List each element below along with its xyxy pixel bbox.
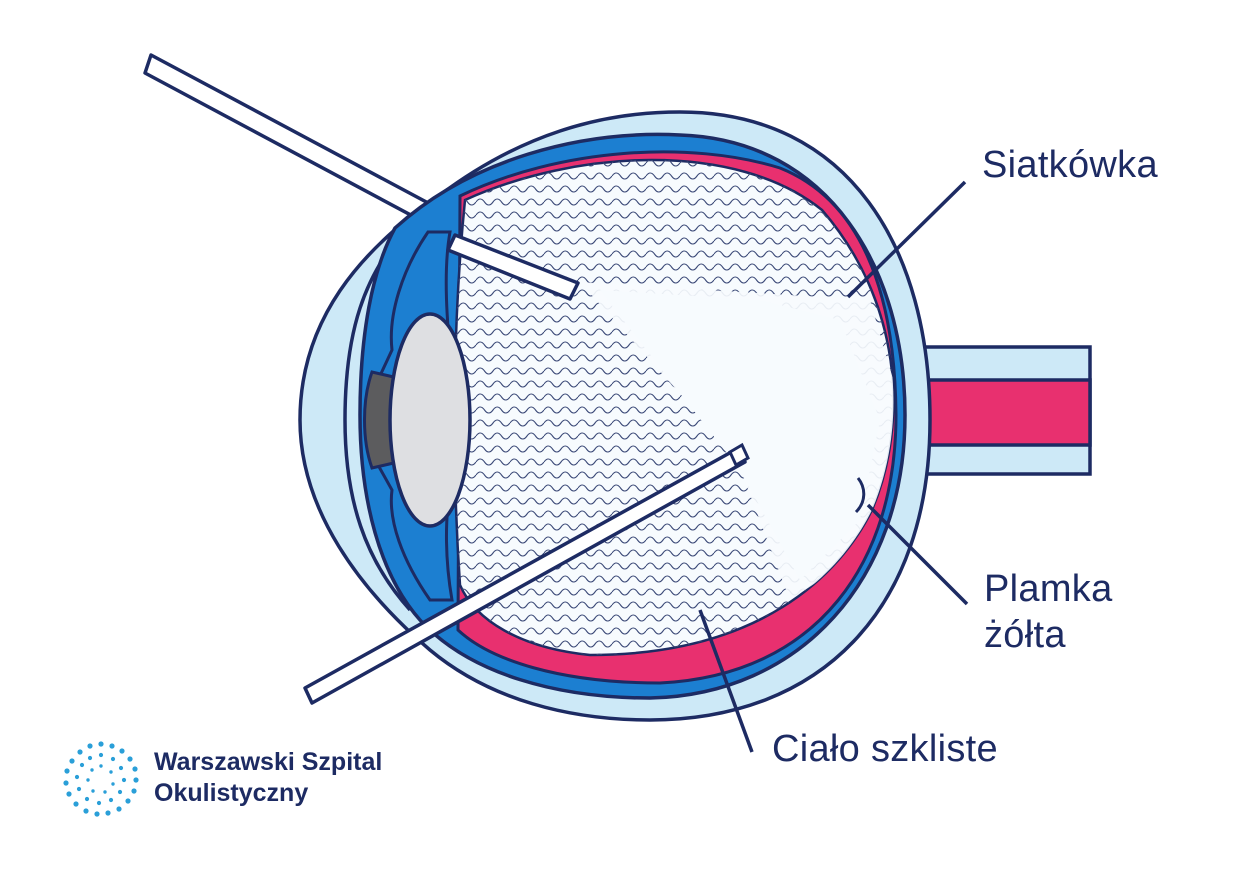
retina-leader-line: [846, 180, 967, 299]
upper-instrument-tip: [446, 233, 580, 301]
hospital-name: Warszawski Szpital Okulistyczny: [154, 748, 383, 807]
macula-marker: [854, 477, 866, 514]
macula-label: Plamka żółta: [984, 568, 1113, 656]
vitreous-body-label: Ciało szkliste: [772, 728, 998, 770]
hospital-logo-icon: [63, 741, 139, 817]
lens: [388, 312, 472, 528]
vitreous-leader-line: [698, 609, 754, 753]
lower-surgical-instrument: [303, 448, 747, 705]
lower-instrument-tip: [728, 442, 750, 468]
macula-leader-line: [866, 503, 969, 606]
retina-label: Siatkówka: [982, 144, 1158, 186]
